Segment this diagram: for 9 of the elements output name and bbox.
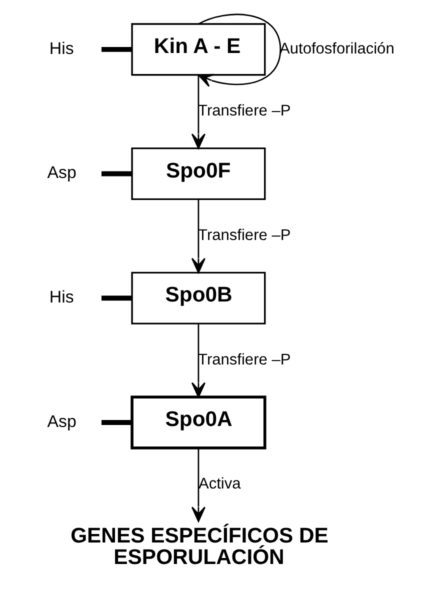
edge-label: Activa — [198, 476, 240, 493]
edge-label: Transfiere –P — [198, 102, 290, 120]
node-text: Asp — [46, 163, 76, 182]
node-text: GENES ESPECÍFICOS DE ESPORULACIÓN — [70, 524, 328, 569]
node-text: His — [48, 38, 74, 58]
edge-label: Transfiere –P — [198, 351, 290, 368]
node-text: Asp — [46, 412, 76, 431]
edge-label: Transfiere –P — [198, 226, 290, 244]
node-text: His — [48, 288, 74, 306]
